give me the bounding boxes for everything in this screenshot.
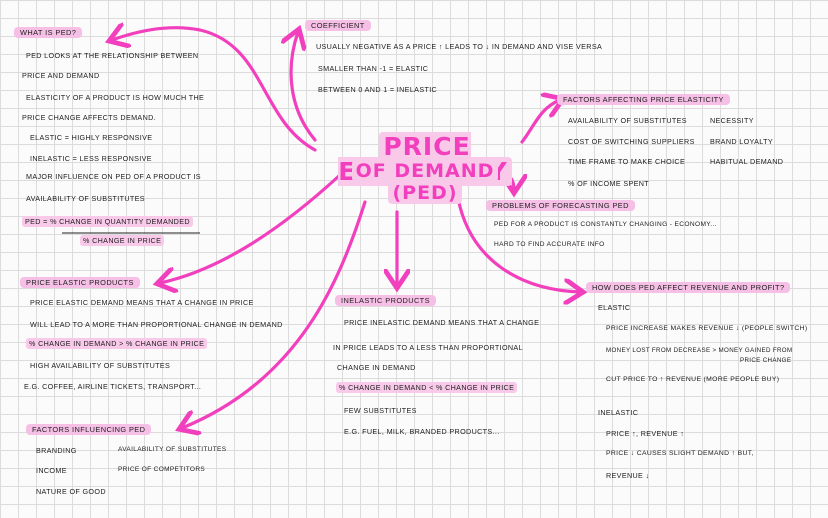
- wip-line-6: INELASTIC = LESS RESPONSIVE: [30, 154, 152, 163]
- rev-i1: PRICE ↑, REVENUE ↑: [606, 429, 685, 438]
- coefficient-heading: COEFFICIENT: [305, 20, 371, 32]
- rev-e1: PRICE INCREASE MAKES REVENUE ↓ (PEOPLE S…: [606, 325, 808, 332]
- pe-line-3: % CHANGE IN DEMAND > % CHANGE IN PRICE: [26, 338, 208, 349]
- fe-left-4: % OF INCOME SPENT: [568, 179, 650, 188]
- pe-line-1: PRICE ELASTIC DEMAND MEANS THAT A CHANGE…: [30, 298, 254, 307]
- fp-left-2: INCOME: [36, 466, 67, 475]
- wip-line-8: AVAILABILITY OF SUBSTITUTES: [26, 194, 145, 203]
- wip-line-2: PRICE AND DEMAND: [22, 71, 100, 80]
- in-line-4: % CHANGE IN DEMAND < % CHANGE IN PRICE: [336, 382, 518, 393]
- fp-left-3: NATURE OF GOOD: [36, 487, 106, 496]
- pe-line-2: WILL LEAD TO A MORE THAN PROPORTIONAL CH…: [30, 320, 283, 329]
- factors-ped-heading: FACTORS INFLUENCING PED: [26, 424, 152, 436]
- ped-formula-numerator: PED = % CHANGE IN QUANTITY DEMANDED: [22, 216, 193, 227]
- pe-line-4: HIGH AVAILABILITY OF SUBSTITUTES: [30, 361, 171, 370]
- revenue-heading: HOW DOES PED AFFECT REVENUE AND PROFIT?: [586, 282, 791, 294]
- rev-elastic: ELASTIC: [598, 303, 631, 312]
- coef-line-2: SMALLER THAN -1 = ELASTIC: [318, 64, 429, 73]
- factors-elasticity-heading: FACTORS AFFECTING PRICE ELASTICITY: [557, 94, 730, 106]
- wip-line-7: MAJOR INFLUENCE ON PED OF A PRODUCT IS: [26, 172, 201, 181]
- fe-right-3: HABITUAL DEMAND: [710, 157, 784, 166]
- in-line-3: CHANGE IN DEMAND: [337, 363, 416, 372]
- coef-line-3: BETWEEN 0 AND 1 = INELASTIC: [318, 85, 438, 94]
- wip-line-1: PED LOOKS AT THE RELATIONSHIP BETWEEN: [26, 51, 199, 60]
- rev-e2b: PRICE CHANGE: [740, 357, 792, 364]
- inelastic-heading: INELASTIC PRODUCTS: [335, 295, 436, 307]
- arrow-to-factors-ped: [182, 200, 367, 428]
- in-line-2: IN PRICE LEADS TO A LESS THAN PROPORTION…: [333, 343, 523, 352]
- what-is-ped-heading: WHAT IS PED?: [14, 27, 83, 39]
- in-line-5: FEW SUBSTITUTES: [344, 406, 417, 415]
- fe-left-2: COST OF SWITCHING SUPPLIERS: [568, 137, 695, 146]
- main-title-line2: OF DEMAND: [300, 160, 550, 182]
- price-elastic-heading: PRICE ELASTIC PRODUCTS: [20, 277, 140, 289]
- fe-left-3: TIME FRAME TO MAKE CHOICE: [568, 157, 686, 166]
- fp-right-1: AVAILABILITY OF SUBSTITUTES: [118, 446, 227, 453]
- wip-line-5: ELASTIC = HIGHLY RESPONSIVE: [30, 133, 153, 142]
- problems-heading: PROBLEMS OF FORECASTING PED: [486, 200, 635, 212]
- fe-right-2: BRAND LOYALTY: [710, 137, 773, 146]
- arrow-to-price-elastic: [160, 173, 342, 283]
- pe-line-5: E.G. COFFEE, AIRLINE TICKETS, TRANSPORT.…: [24, 382, 202, 391]
- fe-left-1: AVAILABILITY OF SUBSTITUTES: [568, 116, 687, 125]
- arrow-to-factors-elasticity: [520, 100, 560, 144]
- arrow-to-coefficient: [291, 32, 317, 142]
- fp-right-2: PRICE OF COMPETITORS: [118, 466, 206, 473]
- coef-line-1: USUALLY NEGATIVE AS A PRICE ↑ LEADS TO ↓…: [316, 42, 603, 51]
- in-line-6: E.G. FUEL, MILK, BRANDED PRODUCTS...: [344, 427, 500, 436]
- problems-line-2: HARD TO FIND ACCURATE INFO: [494, 241, 605, 248]
- rev-i2: PRICE ↓ CAUSES SLIGHT DEMAND ↑ BUT,: [606, 450, 754, 457]
- ped-formula-denominator: % CHANGE IN PRICE: [80, 235, 165, 246]
- rev-e3: CUT PRICE TO ↑ REVENUE (MORE PEOPLE BUY): [606, 376, 780, 383]
- rev-inelastic: INELASTIC: [598, 408, 639, 417]
- problems-line-1: PED FOR A PRODUCT IS CONSTANTLY CHANGING…: [494, 221, 717, 228]
- rev-e2: MONEY LOST FROM DECREASE > MONEY GAINED …: [606, 347, 793, 354]
- arrow-to-revenue: [456, 196, 580, 292]
- main-title-line3: (PED): [300, 182, 550, 204]
- rev-i2b: REVENUE ↓: [606, 471, 650, 480]
- wip-line-4: PRICE CHANGE AFFECTS DEMAND.: [22, 113, 156, 122]
- fe-right-1: NECESSITY: [710, 116, 754, 125]
- wip-line-3: ELASTICITY OF A PRODUCT IS HOW MUCH THE: [26, 93, 205, 102]
- fp-left-1: BRANDING: [36, 446, 77, 455]
- in-line-1: PRICE INELASTIC DEMAND MEANS THAT A CHAN…: [344, 318, 540, 327]
- arrow-to-what-is-ped: [112, 28, 317, 152]
